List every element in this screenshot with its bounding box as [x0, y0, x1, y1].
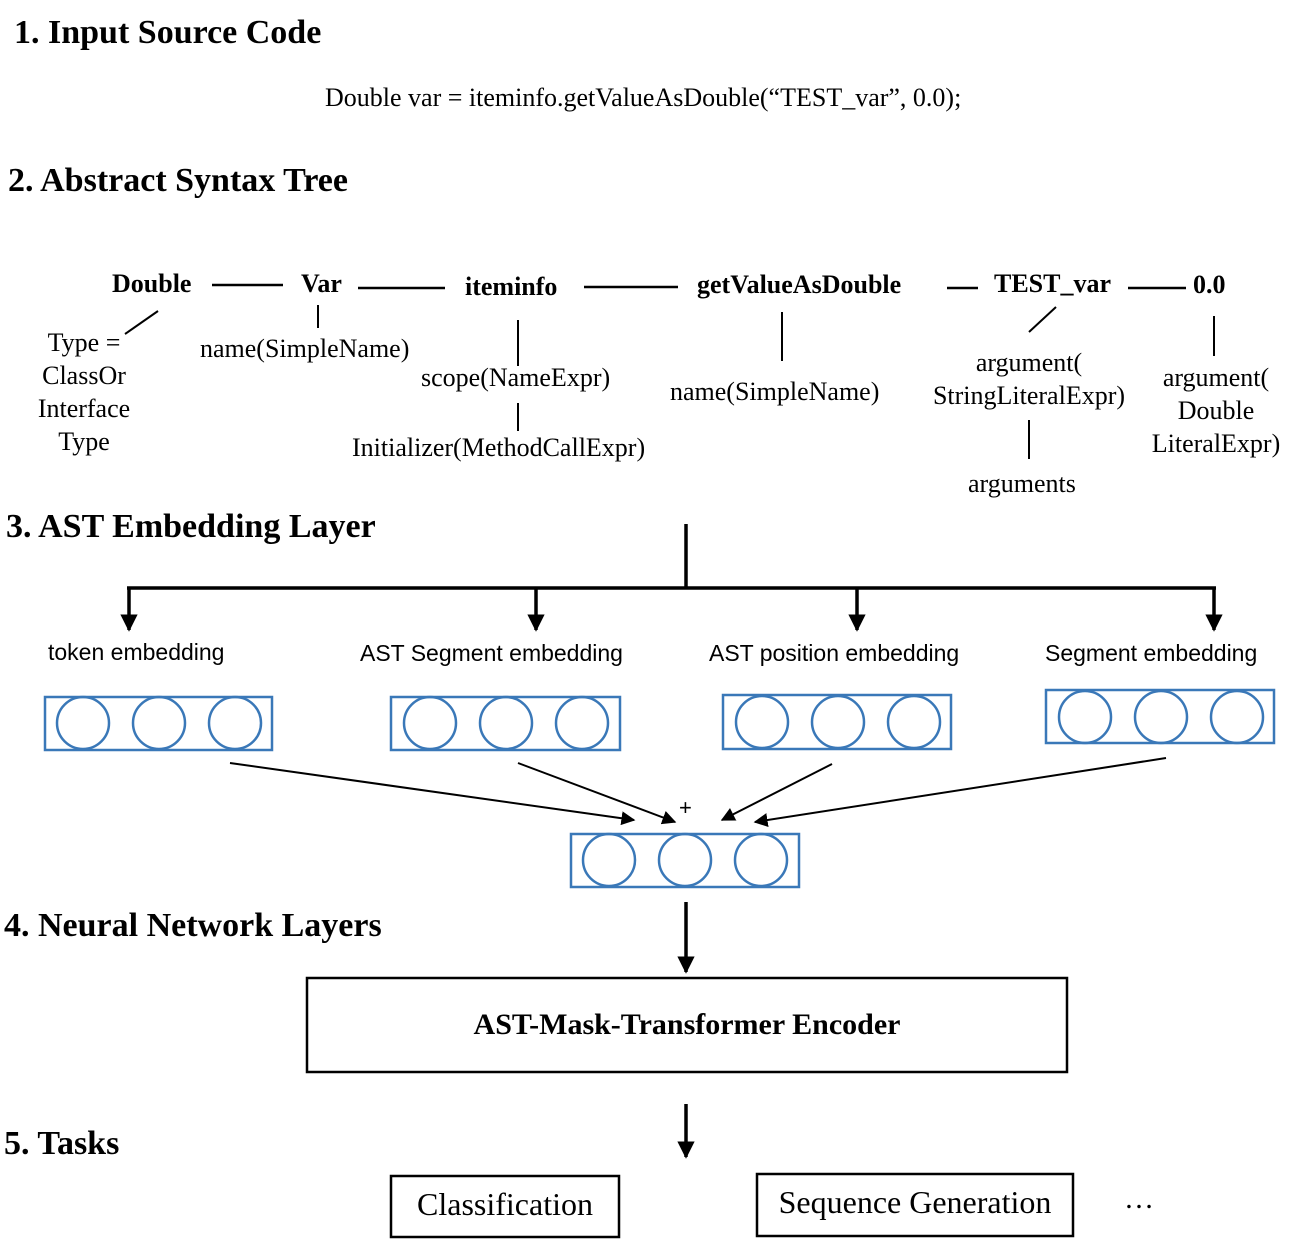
sum-plus-sign: + — [679, 795, 692, 820]
embedding-label-ast-position: AST position embedding — [709, 640, 960, 666]
arrow-ast-segment-to-sum — [517, 762, 677, 825]
task-box-classification — [389, 1174, 621, 1239]
vector-summed-embedding — [569, 832, 801, 889]
ast-child-edges — [124, 305, 1215, 459]
task-box-sequence-generation — [755, 1172, 1075, 1238]
ast-label-initializer: Initializer(MethodCallExpr) — [352, 433, 646, 462]
task-classification: Classification — [417, 1186, 593, 1222]
ast-label-scope: scope(NameExpr) — [421, 363, 611, 392]
encoder-box — [305, 976, 1069, 1074]
ast-label-arguments: arguments — [968, 469, 1076, 498]
ast-node-getvalueasdouble: getValueAsDouble — [697, 270, 902, 299]
vector-ast-segment-embedding — [389, 695, 622, 752]
task-more-ellipsis: … — [1124, 1182, 1154, 1215]
section-title-ast: 2. Abstract Syntax Tree — [8, 162, 348, 199]
encoder-label: AST-Mask-Transformer Encoder — [473, 1008, 901, 1041]
sum-arrows — [229, 757, 1167, 827]
vector-cell — [402, 695, 458, 751]
ast-label-double-argument: argument( Double LiteralExpr) — [1151, 363, 1281, 458]
ast-label-string-argument: argument( StringLiteralExpr) — [932, 348, 1126, 410]
task-sequence-generation: Sequence Generation — [778, 1184, 1052, 1220]
edge-testvar-argument — [1028, 306, 1057, 333]
ast-label-method-name: name(SimpleName) — [670, 377, 880, 406]
vector-cell — [55, 695, 111, 751]
arrow-token-to-sum — [229, 762, 636, 826]
vector-token-embedding — [43, 695, 274, 752]
section-title-tasks: 5. Tasks — [4, 1125, 120, 1162]
embedding-label-ast-segment: AST Segment embedding — [360, 640, 623, 666]
vector-segment-embedding — [1044, 688, 1276, 745]
vector-cell — [733, 832, 789, 888]
vector-cell — [1209, 689, 1265, 745]
source-code-line: Double var = iteminfo.getValueAsDouble(“… — [325, 83, 962, 112]
edge-double-type — [124, 310, 159, 335]
vector-cell — [581, 832, 637, 888]
vector-cell — [207, 695, 263, 751]
ast-label-var-name: name(SimpleName) — [200, 334, 410, 363]
vector-cell — [1057, 689, 1113, 745]
arrow-ast-position-to-sum — [720, 763, 833, 821]
ast-node-iteminfo: iteminfo — [465, 272, 558, 301]
embedding-label-token: token embedding — [48, 639, 225, 665]
ast-node-var: Var — [301, 269, 342, 298]
embedding-label-segment: Segment embedding — [1045, 640, 1258, 666]
ast-node-double: Double — [112, 269, 192, 298]
vector-cell — [886, 694, 942, 750]
section-title-neural: 4. Neural Network Layers — [4, 907, 382, 944]
vector-cell — [657, 832, 713, 888]
ast-label-type: Type = ClassOr Interface Type — [37, 328, 131, 456]
vector-cell — [810, 694, 866, 750]
vector-cell — [131, 695, 187, 751]
ast-node-double-literal: 0.0 — [1193, 270, 1226, 299]
vector-cell — [734, 694, 790, 750]
vector-cell — [554, 695, 610, 751]
vector-ast-position-embedding — [721, 693, 953, 751]
ast-node-testvar: TEST_var — [994, 269, 1112, 298]
arrow-segment-to-sum — [753, 757, 1167, 827]
vector-cell — [478, 695, 534, 751]
section-title-input: 1. Input Source Code — [14, 14, 322, 51]
section-title-embedding: 3. AST Embedding Layer — [6, 508, 376, 545]
embedding-fork — [120, 524, 1223, 632]
ast-horizontal-edges — [212, 283, 1186, 290]
vector-cell — [1133, 689, 1189, 745]
